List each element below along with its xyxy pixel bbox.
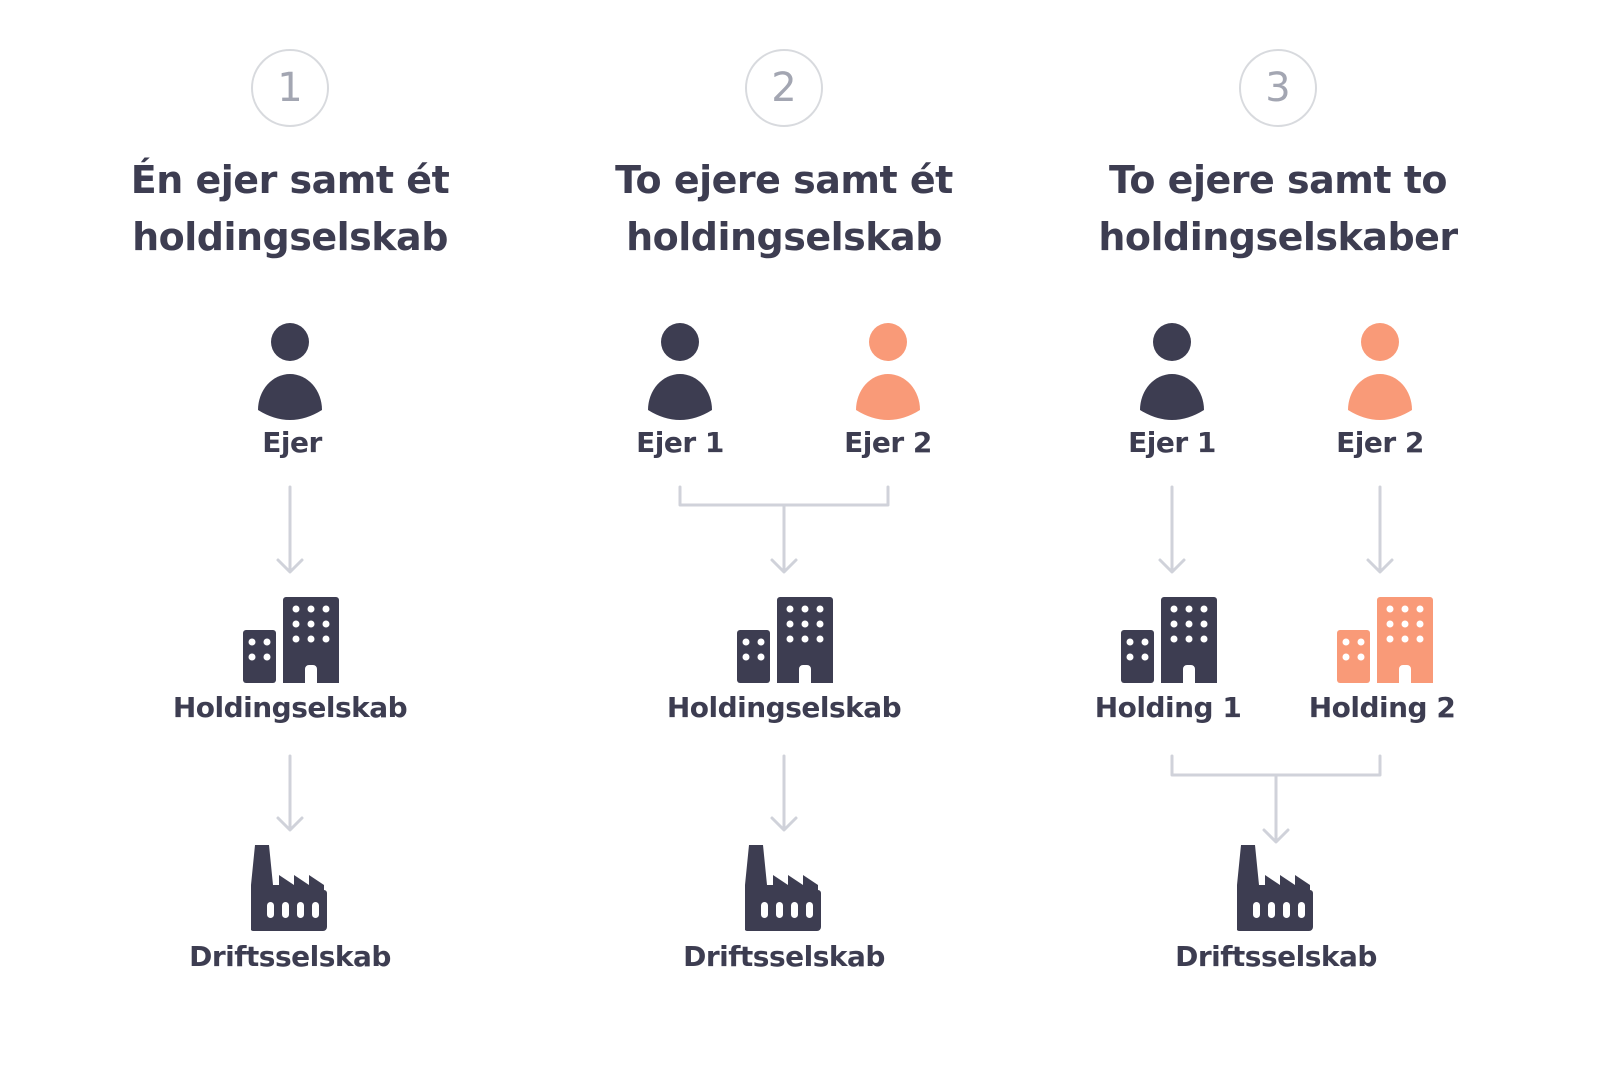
owner-label: Ejer 2 (844, 426, 932, 459)
operating-company-label: Driftsselskab (683, 940, 885, 973)
arrow-holding-to-operating-2 (770, 754, 798, 832)
arrow-owner2-to-holding2-3 (1366, 485, 1394, 574)
step-circle-1 (251, 49, 329, 127)
arrow-holding-to-operating-1 (276, 754, 304, 832)
owner-label: Ejer (262, 426, 322, 459)
building-icon (1121, 597, 1217, 683)
building-icon (243, 597, 339, 683)
holding-label: Holding 1 (1094, 691, 1242, 724)
operating-company-label: Driftsselskab (1175, 940, 1377, 973)
step-circle-3 (1239, 49, 1317, 127)
holding-label: Holdingselskab (666, 691, 902, 724)
person-icon (856, 323, 920, 420)
person-icon (648, 323, 712, 420)
column-title-line: holdingselskab (132, 215, 448, 259)
operating-company-label: Driftsselskab (189, 940, 391, 973)
bracket-owners-to-holding-2 (678, 485, 890, 574)
building-icon (737, 597, 833, 683)
column-title-line: To ejere samt to (1108, 158, 1448, 202)
step-number: 3 (1265, 65, 1291, 111)
column-title-line: holdingselskaber (1098, 215, 1458, 259)
step-number: 2 (771, 65, 797, 111)
arrow-owner-to-holding-1 (276, 485, 304, 574)
step-circle-2 (745, 49, 823, 127)
column-title-line: Én ejer samt ét (130, 158, 450, 202)
factory-icon (1237, 845, 1313, 931)
owner-label: Ejer 1 (1128, 426, 1216, 459)
column-title-line: To ejere samt ét (615, 158, 953, 202)
holding-label: Holdingselskab (172, 691, 408, 724)
owner-label: Ejer 2 (1336, 426, 1424, 459)
owner-label: Ejer 1 (636, 426, 724, 459)
arrow-owner1-to-holding1-3 (1158, 485, 1186, 574)
step-number: 1 (277, 65, 303, 111)
bracket-holdings-to-operating-3 (1170, 754, 1382, 844)
column-title-line: holdingselskab (626, 215, 942, 259)
holding-label: Holding 2 (1308, 691, 1456, 724)
building-icon (1337, 597, 1433, 683)
person-icon (258, 323, 322, 420)
person-icon (1140, 323, 1204, 420)
factory-icon (745, 845, 821, 931)
factory-icon (251, 845, 327, 931)
person-icon (1348, 323, 1412, 420)
